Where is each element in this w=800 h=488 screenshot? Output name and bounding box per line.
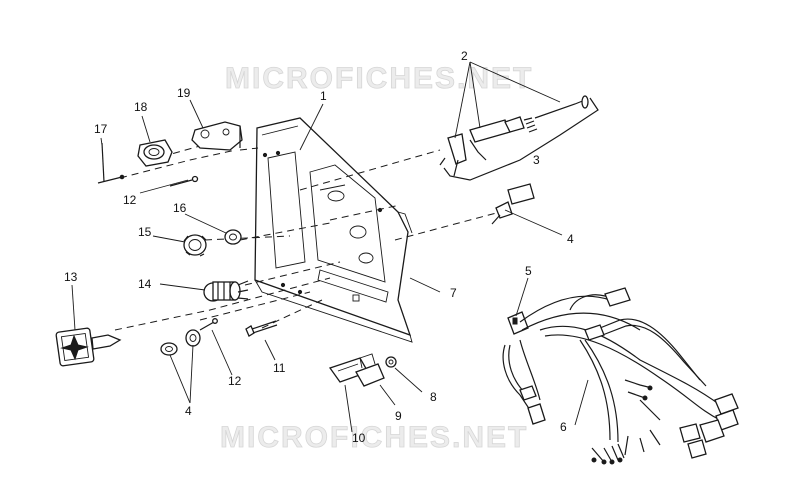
part-13-key	[55, 327, 122, 367]
watermark-bottom: MICROFICHES.NET	[220, 421, 528, 454]
callout-12-lower: 12	[228, 374, 242, 388]
callout-11: 11	[273, 361, 286, 375]
part-2-push-switch	[439, 95, 589, 177]
callout-5: 5	[525, 264, 532, 278]
callout-4-lower: 4	[185, 404, 192, 418]
part-19-bracket	[191, 121, 243, 151]
callout-13: 13	[64, 270, 78, 284]
part-3-switch-group-bracket	[443, 97, 599, 181]
callout-2: 2	[461, 49, 468, 63]
callout-15: 15	[138, 225, 152, 239]
part-4-toggle-switch	[491, 183, 535, 225]
callout-19: 19	[177, 86, 191, 100]
leader-lines	[71, 61, 589, 433]
callout-17: 17	[94, 122, 108, 136]
callout-3: 3	[533, 153, 540, 167]
part-17-pin	[97, 142, 125, 184]
callout-labels: 1 2 3 4 5 6 7 8 9 10 11 12 12 13 14 15 1…	[64, 49, 574, 445]
part-12-screw-lower	[199, 318, 218, 331]
part-4-nut-washer	[160, 329, 201, 356]
assembly-lines	[114, 145, 501, 331]
part-9-clip	[355, 353, 385, 387]
callout-6: 6	[560, 420, 567, 434]
callout-1: 1	[320, 89, 327, 103]
part-5-connector	[507, 311, 529, 335]
callout-8: 8	[430, 390, 437, 404]
dash-panel	[254, 117, 413, 343]
part-18-grommet	[137, 139, 173, 167]
part-6-wiring-harness	[502, 287, 739, 465]
watermark-top: MICROFICHES.NET	[225, 62, 533, 95]
callout-14: 14	[138, 277, 152, 291]
part-11-bolt	[245, 320, 278, 337]
callout-7: 7	[450, 286, 457, 300]
part-14-ignition-switch	[203, 280, 249, 302]
part-16-washer	[224, 229, 242, 245]
callout-10: 10	[352, 431, 366, 445]
callout-4-toggle: 4	[567, 232, 574, 246]
part-8-nut	[385, 356, 397, 368]
callout-9: 9	[395, 409, 402, 423]
callout-18: 18	[134, 100, 148, 114]
part-15-nut	[183, 234, 207, 257]
callout-16: 16	[173, 201, 187, 215]
part-12-screw-top	[169, 175, 199, 187]
callout-12-upper: 12	[123, 193, 137, 207]
